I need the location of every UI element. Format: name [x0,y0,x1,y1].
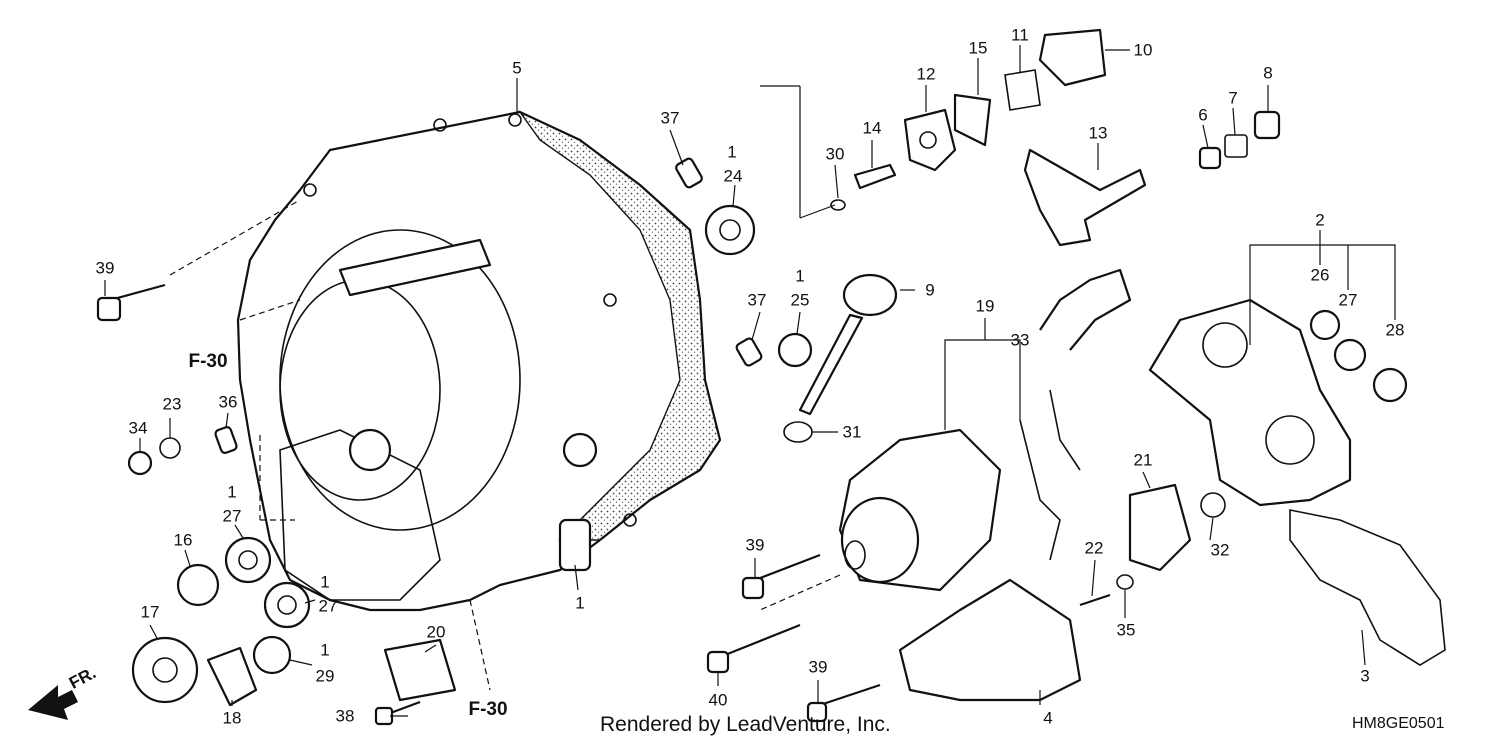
callout-36: 36 [218,392,238,412]
callout-19: 19 [975,296,995,316]
callout-1: 1 [227,482,237,502]
callout-1: 1 [727,142,737,162]
reference-f30-left: F-30 [188,351,228,372]
callout-32: 32 [1210,540,1230,560]
reference-f30-bottom: F-30 [468,699,508,720]
callout-40: 40 [708,690,728,710]
callout-20: 20 [426,622,446,642]
callout-24: 24 [723,166,743,186]
dowel-pin [735,337,763,367]
water-pump-housing [1148,298,1408,507]
callout-15: 15 [968,38,988,58]
bushing [777,332,813,368]
callout-1: 1 [575,593,585,613]
dowel-pin [675,157,703,189]
callout-37: 37 [747,290,767,310]
pump-gasket [1289,509,1446,666]
oil-dipstick [783,273,898,443]
callout-34: 34 [128,418,148,438]
guard-plate [898,578,1082,702]
callout-14: 14 [862,118,882,138]
callout-39: 39 [808,657,828,677]
callout-30: 30 [825,144,845,164]
callout-6: 6 [1198,105,1208,125]
callout-13: 13 [1088,123,1108,143]
callout-3: 3 [1360,666,1370,686]
callout-22: 22 [1084,538,1104,558]
callout-1: 1 [320,572,330,592]
callout-33: 33 [1010,330,1030,350]
callout-7: 7 [1228,88,1238,108]
callout-39: 39 [745,535,765,555]
callout-23: 23 [162,394,182,414]
callout-9: 9 [925,280,935,300]
callout-27: 27 [222,506,242,526]
sensor [1128,483,1192,572]
callout-16: 16 [173,530,193,550]
callout-38: 38 [335,706,355,726]
callout-12: 12 [916,64,936,84]
callout-18: 18 [222,708,242,728]
starter-motor [838,268,1132,592]
callout-29: 29 [315,666,335,686]
diagram-code: HM8GE0501 [1352,715,1445,732]
callout-27: 27 [318,596,338,616]
shift-components [830,28,1281,247]
callout-17: 17 [140,602,160,622]
callout-11: 11 [1011,25,1029,45]
callout-1: 1 [795,266,805,286]
o-ring [1200,492,1226,518]
leader-lines [104,45,1396,717]
callout-1: 1 [320,640,330,660]
rear-crankcase-cover [236,110,722,612]
render-credit: Rendered by LeadVenture, Inc. [600,713,891,736]
callout-8: 8 [1263,63,1273,83]
bolts [96,283,1134,726]
callout-37: 37 [660,108,680,128]
callout-26: 26 [1310,265,1330,285]
oil-seal [704,204,756,256]
callout-4: 4 [1043,708,1053,728]
callout-2: 2 [1315,210,1325,230]
callout-5: 5 [512,58,522,78]
callout-27: 27 [1338,290,1358,310]
callout-10: 10 [1133,40,1153,60]
callout-31: 31 [842,422,862,442]
callout-21: 21 [1133,450,1153,470]
callout-25: 25 [790,290,810,310]
callout-28: 28 [1385,320,1405,340]
gears-and-bearings [127,426,457,707]
callout-35: 35 [1116,620,1136,640]
front-direction-arrow [28,685,78,720]
callout-39: 39 [95,258,115,278]
